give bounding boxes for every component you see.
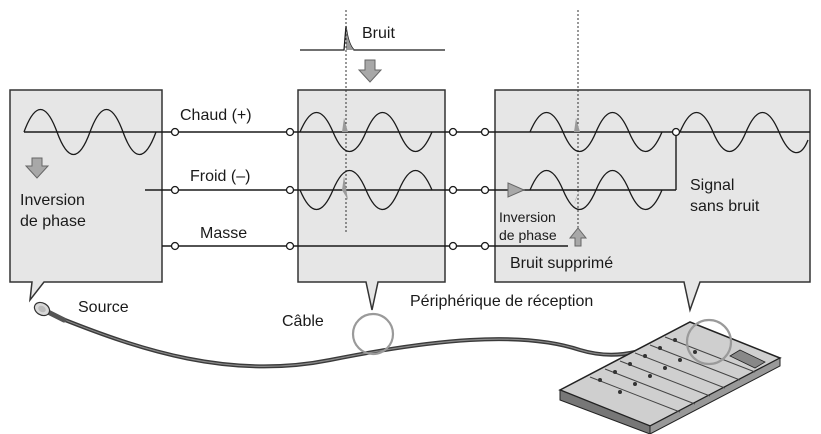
- source-label: Source: [78, 299, 129, 316]
- clean-signal-wave: [679, 112, 809, 154]
- connector-nodes: [170, 127, 681, 251]
- noise-removed-label: Bruit supprimé: [510, 255, 613, 272]
- cable-hot-wave: [299, 112, 433, 152]
- mixer-console-icon: [558, 321, 782, 434]
- cable-label: Câble: [282, 313, 324, 330]
- source-wave: [23, 109, 157, 155]
- inversion-small-label-1: Inversion: [499, 209, 556, 225]
- receiver-cold-wave: [529, 170, 663, 210]
- phase-inversion-label-2: de phase: [20, 213, 86, 230]
- receiver-label: Périphérique de réception: [410, 293, 593, 310]
- hot-label: Chaud (+): [180, 107, 252, 124]
- noise-label: Bruit: [362, 25, 395, 42]
- source-down-arrow-icon: [24, 157, 50, 179]
- mixer-highlight-circle: [685, 318, 733, 366]
- receiver-hot-wave: [529, 112, 663, 152]
- signal-label-2: sans bruit: [690, 198, 760, 215]
- cable-highlight-circle: [351, 312, 395, 356]
- phase-inversion-triangle-icon: [507, 182, 526, 198]
- receiver-box: [494, 89, 811, 313]
- source-box: [9, 89, 163, 303]
- cold-label: Froid (–): [190, 168, 250, 185]
- wires: [24, 131, 810, 247]
- physical-cable: [58, 316, 692, 369]
- noise-down-arrow-icon: [357, 59, 383, 83]
- inversion-small-label-2: de phase: [499, 227, 557, 243]
- ground-label: Masse: [200, 225, 247, 242]
- cable-cold-wave: [299, 170, 433, 210]
- noise-removed-up-arrow-icon: [568, 227, 588, 247]
- phase-inversion-label-1: Inversion: [20, 192, 85, 209]
- signal-label-1: Signal: [690, 177, 734, 194]
- microphone-icon: [33, 301, 67, 323]
